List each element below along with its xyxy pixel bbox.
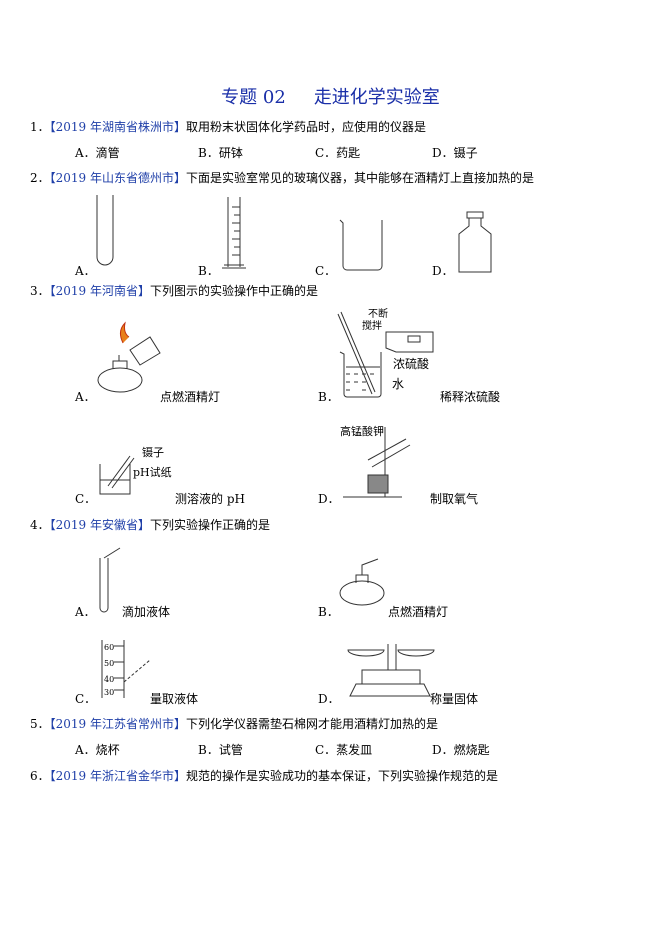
beaker-figure (339, 219, 383, 271)
q2-option-b[interactable]: B． (198, 264, 219, 278)
q-source: 【2019 年河南省】 (49, 284, 150, 298)
q-num: 1． (30, 120, 50, 134)
q4-option-d[interactable]: D． (318, 692, 340, 706)
q2-option-d[interactable]: D． (432, 264, 454, 278)
reagent-bottle-figure (458, 211, 492, 273)
label-ph-paper: pH试纸 (133, 466, 172, 479)
question-4: 4．【2019 年安徽省】下列实验操作正确的是 (30, 518, 270, 532)
title-text: 走进化学实验室 (313, 87, 440, 108)
q-stem: 规范的操作是实验成功的基本保证，下列实验操作规范的是 (186, 769, 499, 783)
q4-caption-c: 量取液体 (150, 692, 199, 706)
question-6: 6．【2019 年浙江省金华市】规范的操作是实验成功的基本保证，下列实验操作规范… (30, 769, 498, 783)
q-num: 4． (30, 518, 50, 532)
q-num: 6． (30, 769, 50, 783)
q-stem: 下列图示的实验操作中正确的是 (150, 284, 319, 298)
question-2: 2．【2019 年山东省德州市】下面是实验室常见的玻璃仪器，其中能够在酒精灯上直… (30, 171, 534, 185)
q3-caption-d: 制取氧气 (430, 492, 479, 506)
q1-option-a[interactable]: A．滴管 (75, 146, 120, 160)
tick-60: 60 (104, 643, 115, 652)
tick-40: 40 (104, 675, 115, 684)
q3-option-a[interactable]: A． (75, 390, 96, 404)
graduated-cylinder-figure (222, 197, 246, 269)
q-stem: 取用粉末状固体化学药品时，应使用的仪器是 (186, 120, 427, 134)
q-stem: 下列实验操作正确的是 (150, 518, 271, 532)
q5-option-b[interactable]: B．试管 (198, 743, 243, 757)
q-num: 5． (30, 717, 50, 731)
q2-option-c[interactable]: C． (315, 264, 337, 278)
q-source: 【2019 年山东省德州市】 (49, 171, 186, 185)
q3-caption-b: 稀释浓硫酸 (440, 390, 501, 404)
q3-caption-a: 点燃酒精灯 (160, 390, 221, 404)
q3-caption-c: 测溶液的 pH (175, 492, 245, 506)
tick-30: 30 (104, 688, 115, 697)
question-5: 5．【2019 年江苏省常州市】下列化学仪器需垫石棉网才能用酒精灯加热的是 (30, 717, 438, 731)
test-tube-figure (96, 195, 114, 266)
tick-50: 50 (104, 659, 115, 668)
alcohol-lamp-lighting-figure (97, 321, 161, 393)
label-stir: 不断 (368, 309, 388, 320)
q3-option-b[interactable]: B． (318, 390, 339, 404)
q-num: 2． (30, 171, 50, 185)
q-stem: 下列化学仪器需垫石棉网才能用酒精灯加热的是 (186, 717, 439, 731)
page-title: 专题 02 走进化学实验室 (0, 87, 661, 109)
title-number: 专题 02 (221, 87, 286, 108)
question-1: 1．【2019 年湖南省株洲市】取用粉末状固体化学药品时，应使用的仪器是 (30, 120, 426, 134)
q4-caption-a: 滴加液体 (122, 605, 171, 619)
label-water: 水 (392, 377, 405, 391)
q5-option-a[interactable]: A．烧杯 (75, 743, 120, 757)
q3-option-d[interactable]: D． (318, 492, 340, 506)
dilute-acid-figure (337, 311, 434, 398)
label-tweezers: 镊子 (142, 446, 164, 459)
q-stem: 下面是实验室常见的玻璃仪器，其中能够在酒精灯上直接加热的是 (186, 171, 535, 185)
q5-option-d[interactable]: D．燃烧匙 (432, 743, 490, 757)
q5-option-c[interactable]: C．蒸发皿 (315, 743, 373, 757)
q-source: 【2019 年江苏省常州市】 (49, 717, 186, 731)
q1-option-b[interactable]: B．研钵 (198, 146, 243, 160)
q4-caption-d: 称量固体 (430, 692, 479, 706)
q4-option-b[interactable]: B． (318, 605, 339, 619)
q1-option-d[interactable]: D．镊子 (432, 146, 478, 160)
q4-option-c[interactable]: C． (75, 692, 97, 706)
q1-option-c[interactable]: C．药匙 (315, 146, 361, 160)
dropper-test-tube-figure (99, 547, 121, 613)
q-source: 【2019 年湖南省株洲市】 (49, 120, 186, 134)
q-num: 3． (30, 284, 50, 298)
measuring-cylinder-figure (101, 640, 151, 698)
alcohol-lamp-figure (339, 558, 385, 606)
oxygen-preparation-figure (343, 427, 411, 498)
q4-option-a[interactable]: A． (75, 605, 96, 619)
label-acid: 浓硫酸 (393, 357, 430, 371)
q2-option-a[interactable]: A． (75, 264, 96, 278)
question-3: 3．【2019 年河南省】下列图示的实验操作中正确的是 (30, 284, 318, 298)
q-source: 【2019 年安徽省】 (49, 518, 150, 532)
balance-figure (347, 644, 435, 697)
ph-test-figure (99, 455, 135, 495)
label-kmno4: 高锰酸钾 (340, 425, 384, 438)
q-source: 【2019 年浙江省金华市】 (49, 769, 186, 783)
q4-caption-b: 点燃酒精灯 (388, 605, 449, 619)
q3-option-c[interactable]: C． (75, 492, 97, 506)
label-stir-2: 搅拌 (362, 321, 382, 332)
